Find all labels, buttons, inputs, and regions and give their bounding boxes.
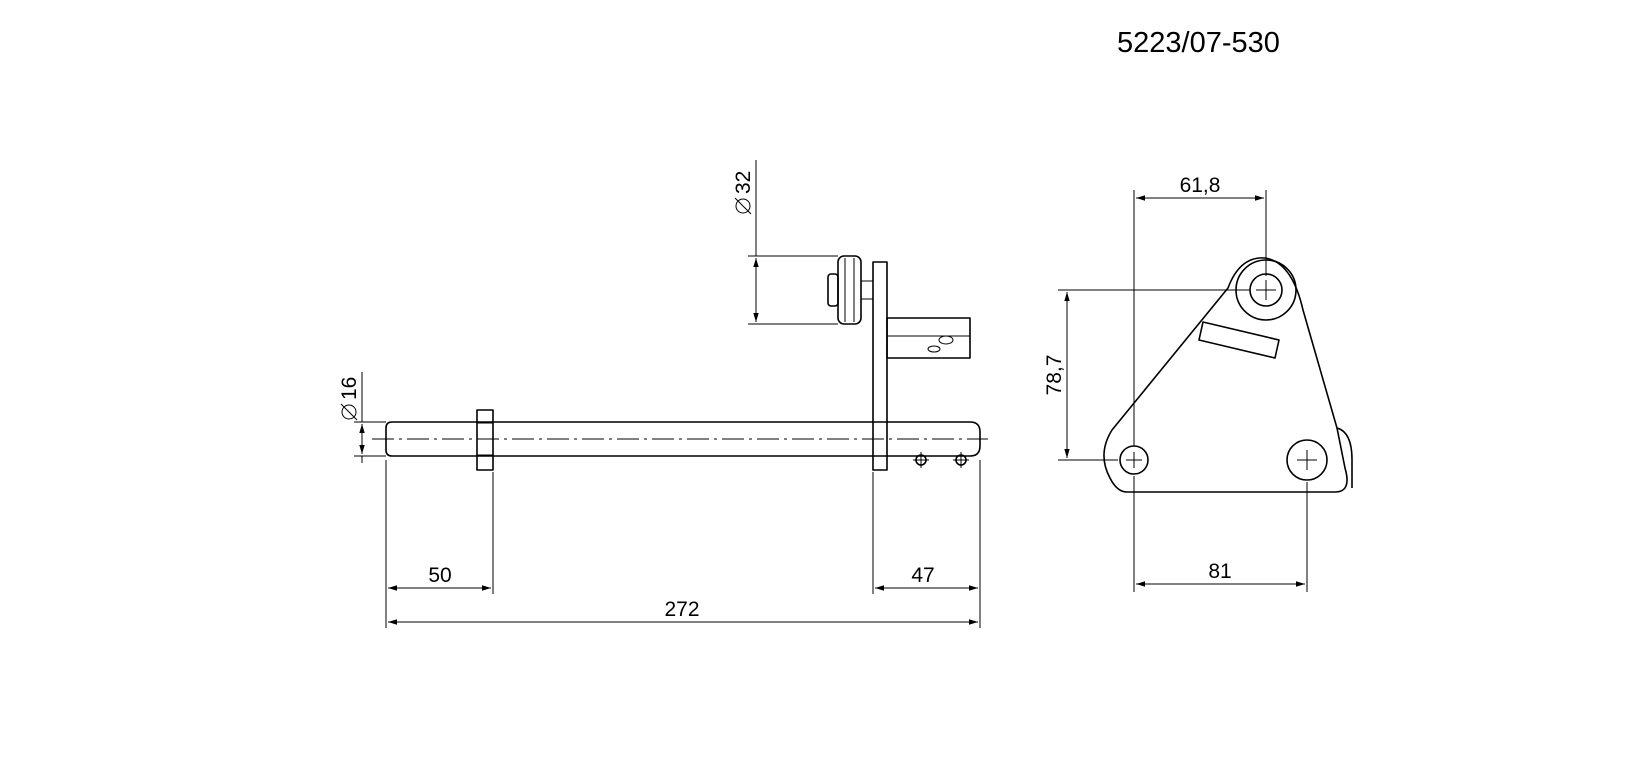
drawing-number: 5223/07-530 bbox=[1117, 27, 1280, 59]
dim-shaft-diameter: 16 bbox=[338, 377, 361, 400]
lever-plate-outline bbox=[1103, 257, 1348, 493]
dim-roller-diameter: 32 bbox=[732, 171, 755, 194]
dim-length-50: 50 bbox=[428, 564, 451, 587]
side-view: 16 32 50 47 272 bbox=[338, 160, 988, 628]
dim-length-272: 272 bbox=[664, 598, 699, 621]
dim-height: 78,7 bbox=[1043, 355, 1066, 396]
dim-length-47: 47 bbox=[911, 564, 934, 587]
dim-width-bottom: 81 bbox=[1208, 560, 1231, 583]
bottom-right-hole bbox=[1286, 439, 1328, 481]
lever-slot bbox=[1198, 321, 1280, 359]
dim-width-top: 61,8 bbox=[1180, 174, 1221, 197]
lever-plate bbox=[872, 261, 888, 471]
roller-hub bbox=[827, 273, 839, 307]
roller bbox=[837, 255, 862, 325]
front-view: 61,8 78,7 81 bbox=[1043, 174, 1353, 592]
lever-tab bbox=[1336, 427, 1353, 488]
shaft-collar bbox=[476, 409, 494, 471]
lever-bracket bbox=[886, 317, 971, 359]
shaft-outline bbox=[385, 421, 981, 457]
